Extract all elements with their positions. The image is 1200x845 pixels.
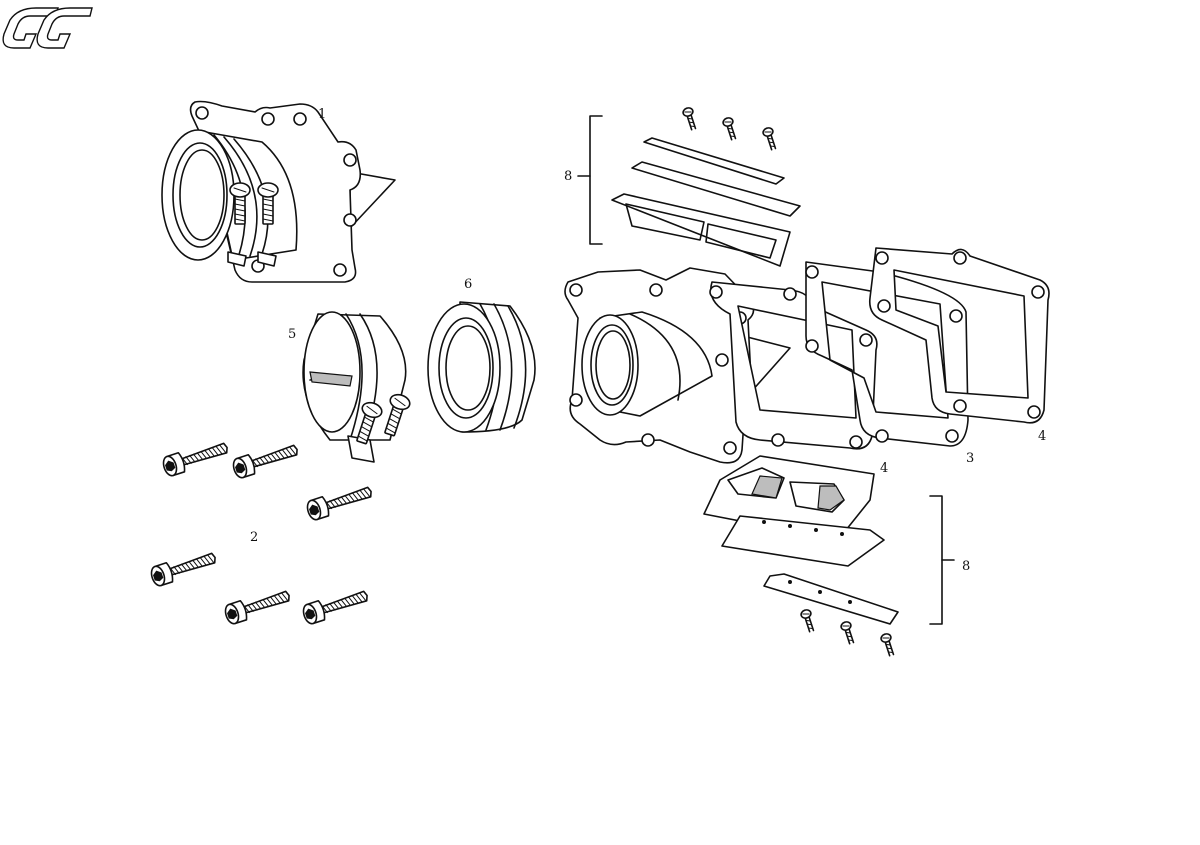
rubber-sleeve	[427, 301, 536, 433]
gg-logo	[2, 7, 93, 49]
callout-3: 3	[966, 451, 974, 466]
intake-manifold-assembly	[161, 100, 396, 283]
callout-4-rear: 4	[1038, 429, 1046, 444]
reed-petal-set-bottom	[703, 455, 955, 658]
hose-clamp	[302, 311, 413, 463]
callout-4-front: 4	[880, 461, 888, 476]
gasket-4-rear	[868, 247, 1050, 424]
callout-2: 2	[250, 530, 258, 545]
callout-labels: 1 2 3 4 4 5 6 8 8	[250, 107, 1046, 574]
callout-5: 5	[288, 327, 296, 342]
callout-8-top: 8	[564, 169, 572, 184]
callout-6: 6	[464, 277, 472, 292]
callout-1: 1	[318, 107, 326, 122]
cap-screws	[148, 437, 375, 627]
gasket-3-middle	[805, 261, 969, 447]
reed-petal-set-top	[577, 105, 801, 267]
reed-valve-flange	[564, 267, 791, 464]
callout-8-bottom: 8	[962, 559, 970, 574]
